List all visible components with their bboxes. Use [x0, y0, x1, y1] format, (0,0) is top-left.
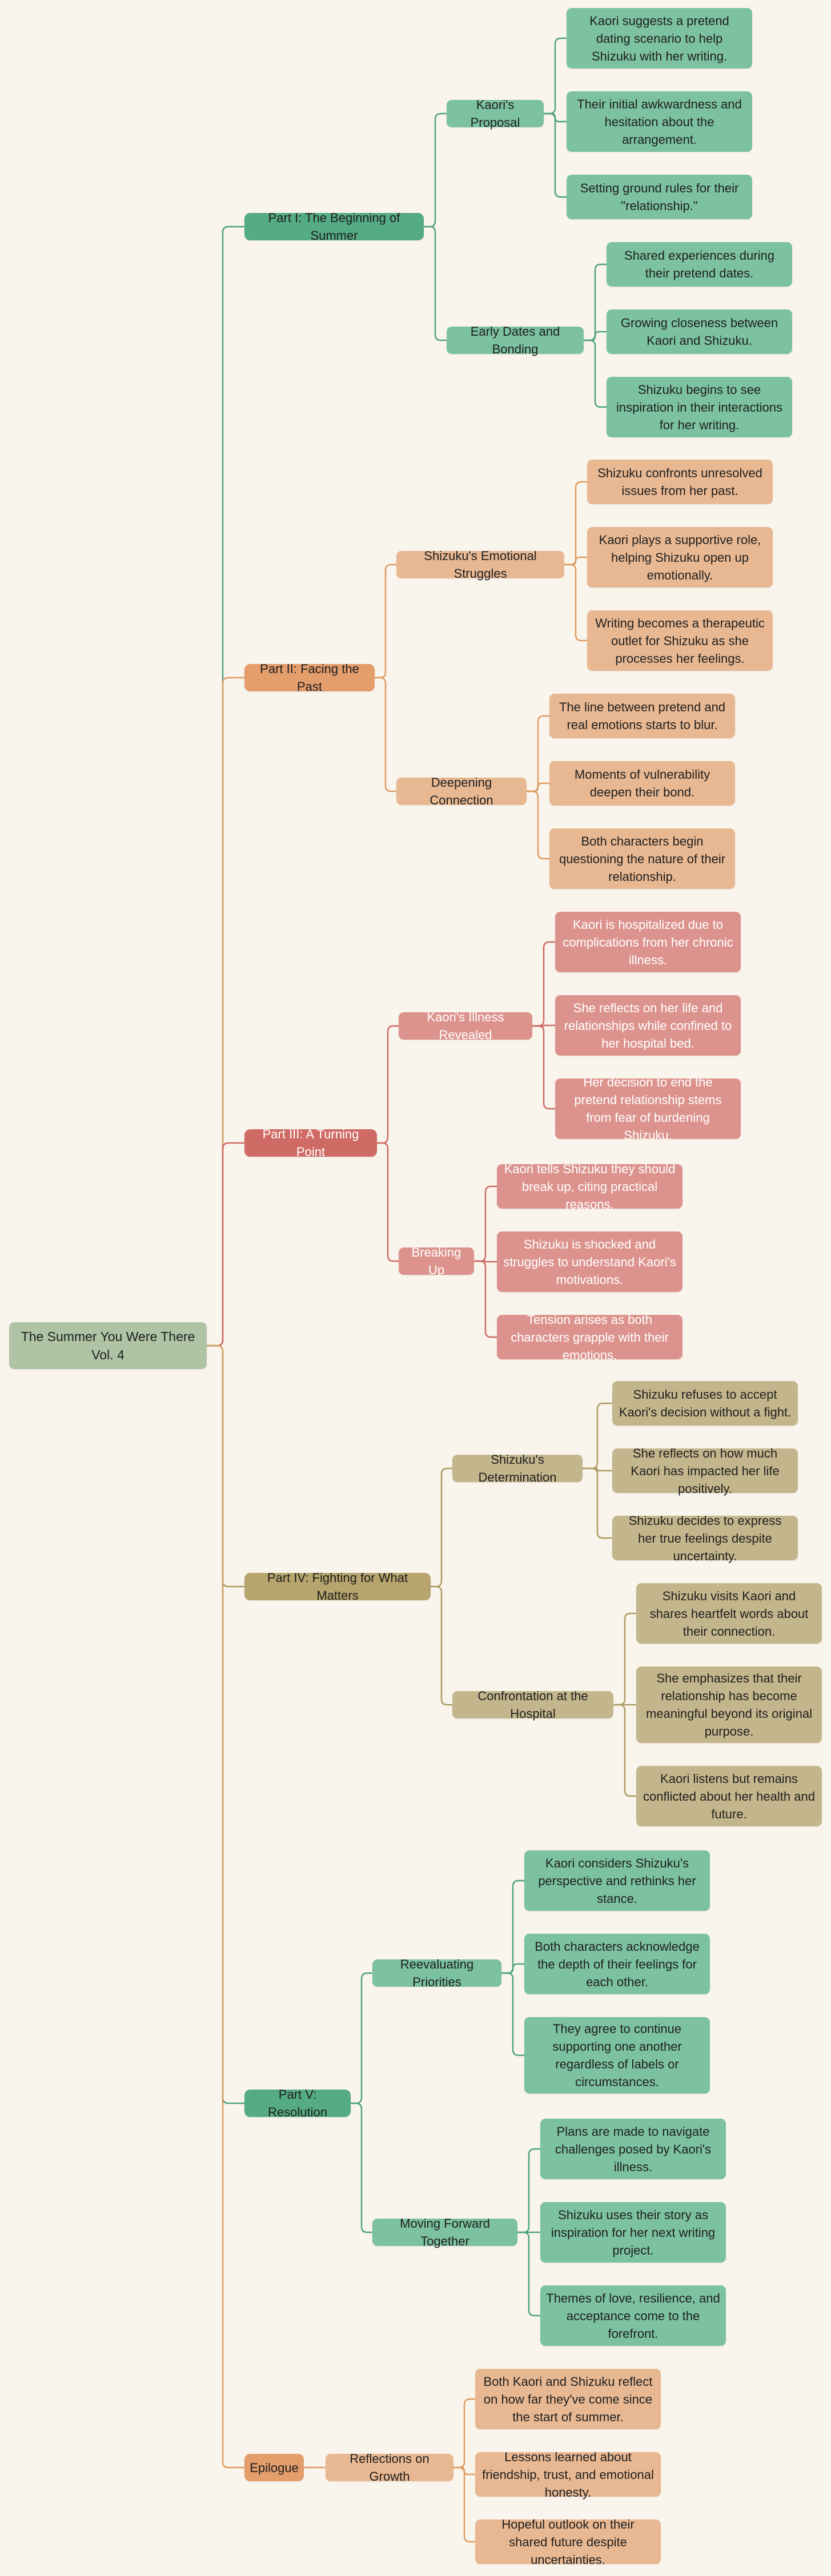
detail-node-1-2-1[interactable]: Shared experiences during their pretend …	[607, 242, 792, 287]
connector-line	[613, 1612, 636, 1706]
detail-node-5-1-2[interactable]: Both characters acknowledge the depth of…	[524, 1934, 710, 1994]
detail-node-2-2-2[interactable]: Moments of vulnerability deepen their bo…	[549, 761, 735, 806]
detail-node-3-1-2[interactable]: She reflects on her life and relationshi…	[555, 995, 741, 1056]
connector-line	[527, 715, 549, 792]
section-node-3-1[interactable]: Kaori's Illness Revealed	[399, 1010, 532, 1042]
connector-line	[375, 564, 396, 679]
connector-line	[431, 1585, 452, 1706]
connector-line	[431, 1467, 452, 1588]
detail-node-2-1-3[interactable]: Writing becomes a therapeutic outlet for…	[587, 610, 773, 671]
detail-node-1-1-3[interactable]: Setting ground rules for their "relation…	[567, 175, 752, 219]
section-node-4-1[interactable]: Shizuku's Determination	[452, 1452, 583, 1484]
connector-line	[474, 1260, 497, 1263]
detail-node-1-2-3[interactable]: Shizuku begins to see inspiration in the…	[607, 377, 792, 437]
section-node-1-2[interactable]: Early Dates and Bonding	[447, 324, 584, 356]
connector-line	[532, 941, 555, 1027]
connector-line	[532, 1025, 555, 1110]
connector-line	[584, 339, 607, 408]
connector-line	[207, 1345, 244, 2104]
connector-line	[527, 782, 549, 792]
section-node-5-2[interactable]: Moving Forward Together	[372, 2216, 517, 2248]
connector-line	[532, 1024, 555, 1027]
detail-node-6-1-1[interactable]: Both Kaori and Shizuku reflect on how fa…	[475, 2369, 661, 2429]
detail-node-3-2-2[interactable]: Shizuku is shocked and struggles to unde…	[497, 1231, 683, 1292]
detail-node-6-1-3[interactable]: Hopeful outlook on their shared future d…	[475, 2517, 661, 2567]
connector-line	[424, 226, 447, 341]
connector-line	[564, 481, 587, 566]
detail-node-3-1-1[interactable]: Kaori is hospitalized due to complicatio…	[555, 912, 741, 972]
section-node-4-2[interactable]: Confrontation at the Hospital	[452, 1689, 613, 1721]
connector-line	[584, 331, 607, 341]
detail-node-5-2-3[interactable]: Themes of love, resilience, and acceptan…	[540, 2285, 726, 2346]
detail-node-1-1-2[interactable]: Their initial awkwardness and hesitation…	[567, 91, 752, 152]
connector-line	[207, 1345, 244, 2469]
detail-node-2-2-1[interactable]: The line between pretend and real emotio…	[549, 694, 735, 738]
detail-node-3-1-3[interactable]: Her decision to end the pretend relation…	[555, 1075, 741, 1142]
part-node-3[interactable]: Part III: A Turning Point	[244, 1127, 377, 1159]
part-node-4[interactable]: Part IV: Fighting for What Matters	[244, 1571, 431, 1603]
connector-line	[527, 790, 549, 860]
connector-line	[564, 564, 587, 642]
section-node-6-1[interactable]: Reflections on Growth	[326, 2452, 453, 2484]
connector-line	[377, 1025, 399, 1144]
section-node-5-1[interactable]: Reevaluating Priorities	[372, 1957, 501, 1989]
connector-line	[474, 1260, 497, 1338]
connector-line	[453, 2398, 475, 2469]
detail-node-6-1-2[interactable]: Lessons learned about friendship, trust,…	[475, 2450, 661, 2499]
connector-line	[351, 2102, 372, 2233]
connector-line	[517, 2148, 540, 2233]
part-node-2[interactable]: Part II: Facing the Past	[244, 662, 375, 694]
detail-node-4-2-1[interactable]: Shizuku visits Kaori and shares heartfel…	[636, 1583, 822, 1644]
part-node-6[interactable]: Epilogue	[244, 2454, 304, 2481]
section-node-3-2[interactable]: Breaking Up	[399, 1245, 474, 1277]
detail-node-5-2-1[interactable]: Plans are made to navigate challenges po…	[540, 2119, 726, 2179]
connector-line	[583, 1467, 612, 1472]
detail-node-5-1-1[interactable]: Kaori considers Shizuku's perspective an…	[524, 1850, 710, 1911]
detail-node-5-2-2[interactable]: Shizuku uses their story as inspiration …	[540, 2202, 726, 2263]
detail-node-1-1-1[interactable]: Kaori suggests a pretend dating scenario…	[567, 8, 752, 69]
section-node-2-1[interactable]: Shizuku's Emotional Struggles	[396, 549, 564, 581]
connector-line	[351, 1972, 372, 2104]
connector-line	[564, 556, 587, 566]
connector-line	[517, 2231, 540, 2317]
connector-line	[544, 37, 567, 115]
connector-line	[207, 1142, 244, 1347]
connector-line	[613, 1704, 636, 1797]
connector-line	[377, 1142, 399, 1262]
connector-line	[207, 677, 244, 1347]
connector-line	[583, 1402, 612, 1470]
connector-line	[583, 1467, 612, 1539]
root-node[interactable]: The Summer You Were There Vol. 4	[9, 1322, 207, 1369]
detail-node-4-1-1[interactable]: Shizuku refuses to accept Kaori's decisi…	[612, 1381, 798, 1426]
detail-node-4-1-3[interactable]: Shizuku decides to express her true feel…	[612, 1514, 798, 1563]
connector-line	[501, 1972, 524, 2056]
detail-node-3-2-3[interactable]: Tension arises as both characters grappl…	[497, 1313, 683, 1362]
connector-line	[474, 1185, 497, 1262]
connector-line	[544, 112, 567, 198]
connector-line	[501, 1879, 524, 1974]
part-node-5[interactable]: Part V: Resolution	[244, 2087, 351, 2119]
section-node-2-2[interactable]: Deepening Connection	[396, 775, 527, 807]
detail-node-2-1-1[interactable]: Shizuku confronts unresolved issues from…	[587, 460, 773, 504]
detail-node-3-2-1[interactable]: Kaori tells Shizuku they should break up…	[497, 1162, 683, 1211]
part-node-1[interactable]: Part I: The Beginning of Summer	[244, 211, 424, 243]
detail-node-1-2-2[interactable]: Growing closeness between Kaori and Shiz…	[607, 309, 792, 354]
connector-line	[584, 263, 607, 341]
detail-node-2-1-2[interactable]: Kaori plays a supportive role, helping S…	[587, 527, 773, 587]
connector-line	[424, 112, 447, 228]
detail-node-2-2-3[interactable]: Both characters begin questioning the na…	[549, 828, 735, 889]
connector-line	[375, 677, 396, 792]
detail-node-5-1-3[interactable]: They agree to continue supporting one an…	[524, 2017, 710, 2094]
connector-line	[207, 1345, 244, 1588]
detail-node-4-2-2[interactable]: She emphasizes that their relationship h…	[636, 1667, 822, 1743]
detail-node-4-1-2[interactable]: She reflects on how much Kaori has impac…	[612, 1446, 798, 1496]
connector-line	[207, 226, 244, 1347]
section-node-1-1[interactable]: Kaori's Proposal	[447, 98, 544, 130]
connector-line	[453, 2466, 475, 2543]
detail-node-4-2-3[interactable]: Kaori listens but remains conflicted abo…	[636, 1766, 822, 1826]
